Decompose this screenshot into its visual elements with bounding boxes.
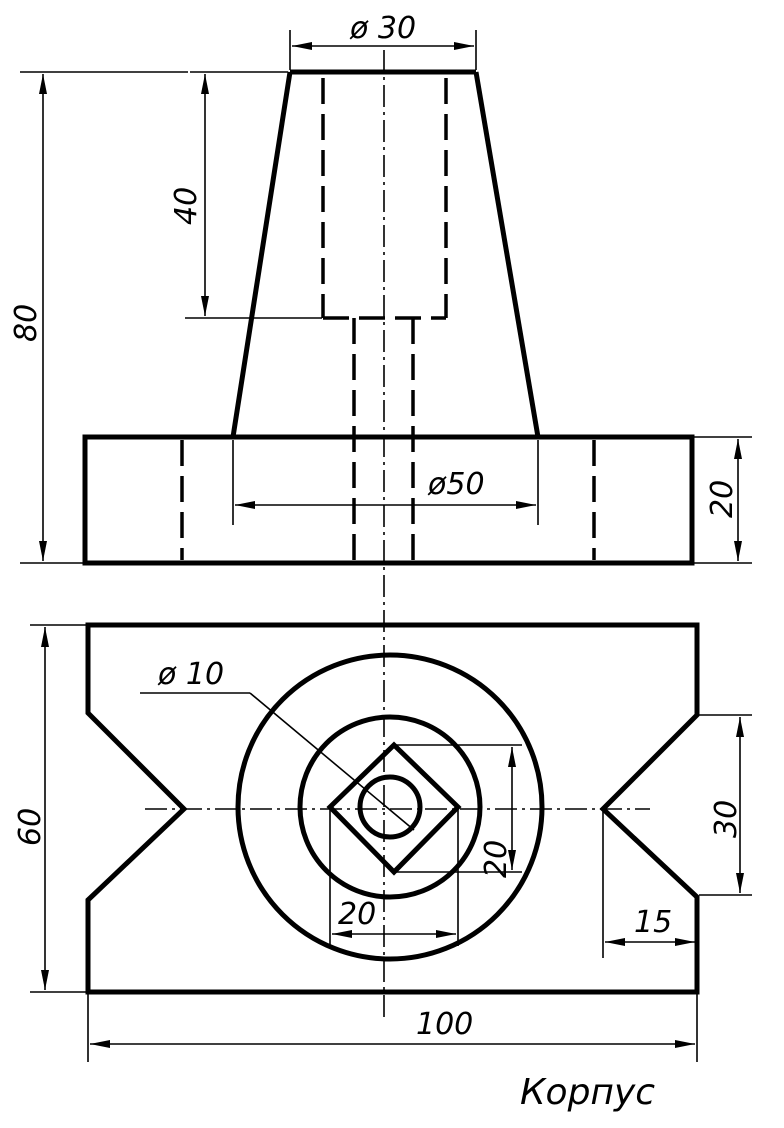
dim-overall-height-label: 80 bbox=[9, 304, 44, 342]
dim-base-height-label: 20 bbox=[705, 480, 740, 518]
hole-circle bbox=[357, 774, 423, 840]
dim-notch-width-label: 30 bbox=[709, 800, 744, 838]
dim-bore-depth-label: 40 bbox=[169, 187, 204, 225]
dim-cone-base-label: ø50 bbox=[427, 467, 485, 502]
middle-circle bbox=[297, 714, 483, 900]
top-view: ø 10 20 20 60 30 15 100 bbox=[13, 622, 752, 1062]
dim-overall-length-label: 100 bbox=[416, 1007, 473, 1042]
dim-notch-depth-label: 15 bbox=[634, 905, 672, 940]
dim-hole-leader-diagonal bbox=[249, 692, 415, 831]
dim-square-v-label: 20 bbox=[479, 840, 514, 878]
outer-circle bbox=[235, 652, 545, 962]
dim-plan-depth-label: 60 bbox=[13, 808, 48, 846]
front-view: ø 30 40 80 ø50 20 bbox=[9, 11, 752, 1020]
base-plate-outline bbox=[82, 434, 695, 566]
plan-outline bbox=[85, 622, 700, 995]
cone-left-side bbox=[230, 71, 293, 438]
rotated-square bbox=[326, 741, 462, 876]
drawing-title: Корпус bbox=[520, 1072, 655, 1113]
cone-right-side bbox=[473, 71, 541, 438]
dim-square-h-label: 20 bbox=[338, 897, 376, 932]
dim-top-diameter-label: ø 30 bbox=[349, 11, 416, 46]
dim-hole-label: ø 10 bbox=[157, 657, 224, 692]
